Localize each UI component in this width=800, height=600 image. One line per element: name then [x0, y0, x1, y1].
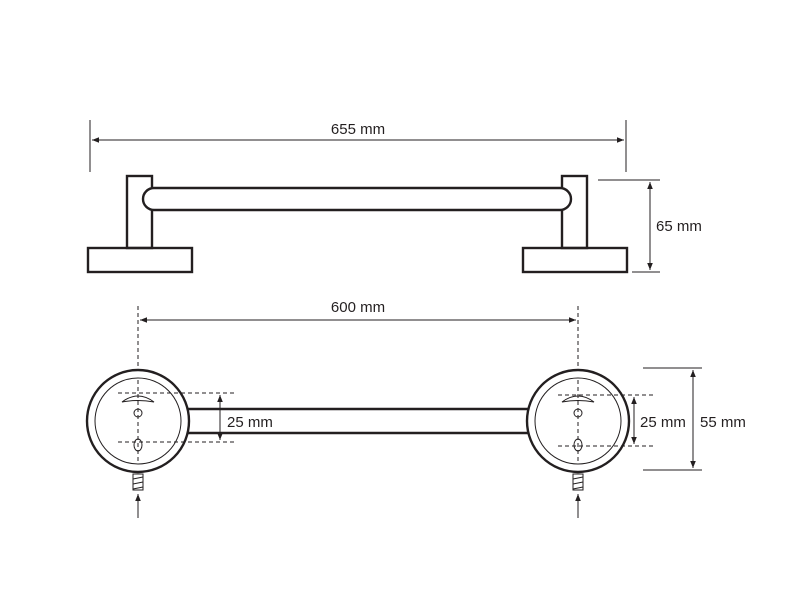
towel-bar-side [141, 186, 573, 212]
right-bar-diameter-label: 25 mm [640, 414, 686, 431]
base-diameter-dimension: 55 mm [643, 367, 746, 471]
side-view: 655 mm 65 mm [86, 120, 702, 274]
base-diameter-label: 55 mm [700, 414, 746, 431]
overall-length-label: 655 mm [331, 121, 385, 138]
left-bar-diameter-dimension: 25 mm [217, 395, 273, 440]
overall-length-dimension: 655 mm [89, 120, 627, 172]
mounting-distance-dimension: 600 mm [137, 299, 579, 372]
towel-bar-top [186, 407, 528, 435]
left-mounting-plate [85, 368, 191, 474]
left-bar-diameter-label: 25 mm [227, 414, 273, 431]
right-mounting-plate [525, 368, 631, 474]
mounting-distance-label: 600 mm [331, 299, 385, 316]
height-label: 65 mm [656, 218, 702, 235]
top-view: 600 mm 25 mm [85, 299, 746, 518]
right-bracket-side [521, 174, 629, 274]
left-bracket-side [86, 174, 194, 274]
height-dimension: 65 mm [598, 179, 702, 273]
right-screw-icon [572, 473, 584, 518]
left-screw-icon [132, 473, 144, 518]
right-bar-diameter-dimension: 25 mm [631, 397, 686, 444]
